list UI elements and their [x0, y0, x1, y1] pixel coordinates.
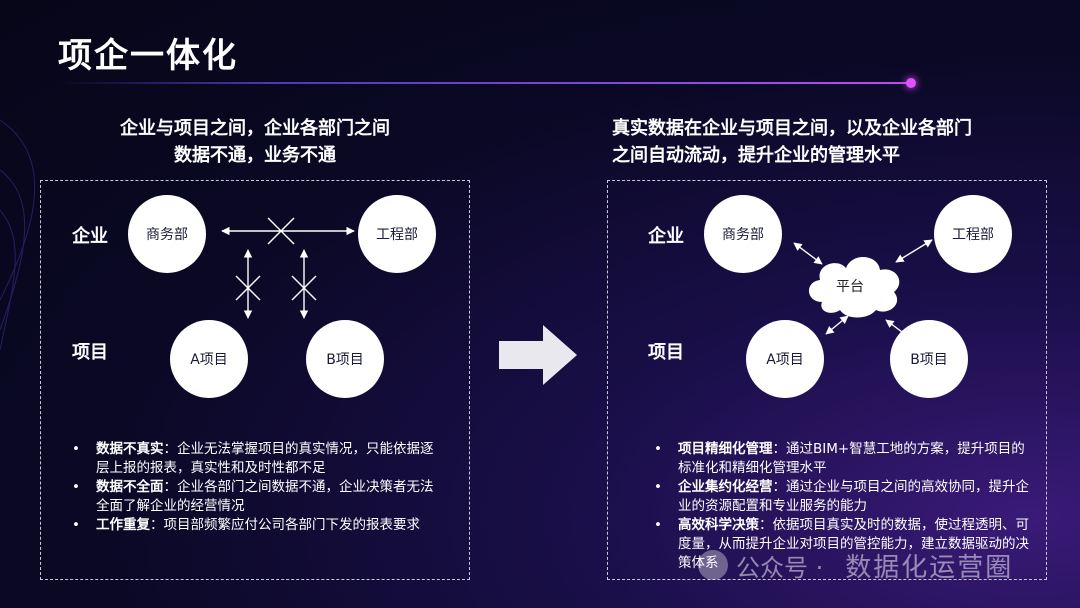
- wechat-icon: [698, 550, 728, 580]
- right-panel: [607, 180, 1047, 580]
- right-link-commerce-platform: [793, 242, 823, 265]
- right-node-project-b: B项目: [890, 320, 968, 398]
- left-row-label-project: 项目: [72, 342, 108, 363]
- list-item: •数据不真实：企业无法掌握项目的真实情况，只能依据逐层上报的报表，真实性和及时性…: [72, 441, 434, 476]
- left-heading-line1: 企业与项目之间，企业各部门之间: [120, 118, 390, 139]
- left-node-project-a: A项目: [170, 320, 248, 398]
- list-item: •企业集约化经营：通过企业与项目之间的高效协同，提升企业的资源配置和专业服务的能…: [654, 479, 1029, 514]
- title-underline: [58, 82, 914, 84]
- right-heading: 真实数据在企业与项目之间，以及企业各部门 之间自动流动，提升企业的管理水平: [612, 115, 1052, 169]
- list-item: •高效科学决策：依据项目真实及时的数据，使过程透明、可度量，从而提升企业对项目的…: [654, 517, 1029, 571]
- left-node-commerce: 商务部: [128, 195, 206, 273]
- list-item: •数据不全面：企业各部门之间数据不通，企业决策者无法全面了解企业的经营情况: [72, 479, 434, 514]
- right-heading-line2: 之间自动流动，提升企业的管理水平: [612, 145, 900, 166]
- left-row-label-enterprise: 企业: [72, 226, 108, 247]
- platform-cloud-icon: [808, 256, 900, 318]
- transition-arrow-icon: [499, 325, 577, 385]
- left-panel: [40, 180, 470, 580]
- list-item: •工作重复：项目部频繁应付公司各部门下发的报表要求: [72, 517, 420, 533]
- right-node-commerce: 商务部: [704, 195, 782, 273]
- left-bullet-list: •数据不真实：企业无法掌握项目的真实情况，只能依据逐层上报的报表，真实性和及时性…: [70, 440, 440, 535]
- right-heading-line1: 真实数据在企业与项目之间，以及企业各部门: [612, 118, 972, 139]
- left-heading-line2: 数据不通，业务不通: [174, 145, 336, 166]
- right-node-engineering: 工程部: [934, 195, 1012, 273]
- left-node-engineering: 工程部: [358, 195, 436, 273]
- left-heading: 企业与项目之间，企业各部门之间 数据不通，业务不通: [60, 115, 450, 169]
- right-row-label-enterprise: 企业: [648, 226, 684, 247]
- right-node-project-a: A项目: [746, 320, 824, 398]
- title-underline-dot: [906, 78, 916, 88]
- watermark-account: 公众号 ·: [736, 553, 824, 582]
- watermark: 公众号 · 数据化运营圈: [698, 545, 1013, 585]
- right-row-label-project: 项目: [648, 342, 684, 363]
- right-node-platform: 平台: [836, 279, 864, 295]
- right-bullet-list: •项目精细化管理：通过BIM+智慧工地的方案，提升项目的标准化和精细化管理水平 …: [652, 440, 1032, 573]
- watermark-brand: 数据化运营圈: [845, 552, 1014, 583]
- right-link-engineering-platform: [895, 239, 933, 263]
- left-node-project-b: B项目: [306, 320, 384, 398]
- right-link-project-a-platform: [825, 315, 849, 335]
- list-item: •项目精细化管理：通过BIM+智慧工地的方案，提升项目的标准化和精细化管理水平: [654, 441, 1025, 476]
- page-title: 项企一体化: [58, 36, 238, 76]
